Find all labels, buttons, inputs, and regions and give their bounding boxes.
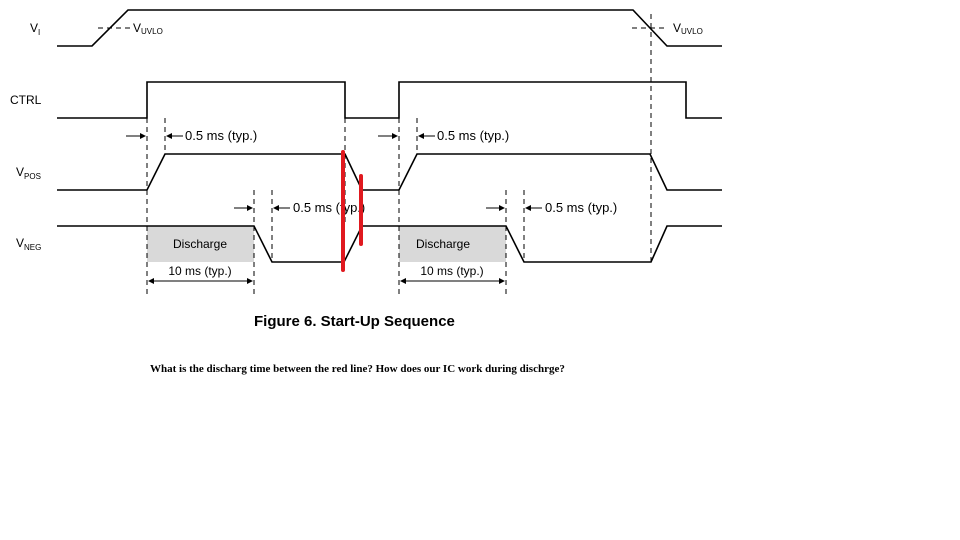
figure-caption: Figure 6. Start-Up Sequence	[254, 313, 455, 330]
delay-marker-vpos-2	[378, 133, 435, 139]
delay-marker-vpos-1	[126, 133, 183, 139]
discharge-label-2: Discharge	[416, 237, 470, 251]
waveform-vneg	[57, 225, 722, 263]
discharge-time-arrow-1	[148, 278, 253, 284]
discharge-region-2	[399, 226, 506, 262]
delay-marker-vneg-2	[486, 205, 542, 211]
signal-label-vi: VI	[30, 21, 40, 37]
delay-label-vpos-2: 0.5 ms (typ.)	[437, 128, 509, 143]
discharge-time-arrow-2	[400, 278, 505, 284]
uvlo-label-right: VUVLO	[673, 21, 703, 36]
waveform-ctrl	[57, 81, 722, 119]
discharge-time-label-2: 10 ms (typ.)	[420, 264, 483, 278]
delay-label-vneg-1: 0.5 ms (typ.)	[293, 200, 365, 215]
waveform-vi	[57, 9, 722, 47]
delay-label-vneg-2: 0.5 ms (typ.)	[545, 200, 617, 215]
discharge-region-1	[147, 226, 254, 262]
discharge-time-label-1: 10 ms (typ.)	[168, 264, 231, 278]
signal-label-vpos: VPOS	[16, 165, 41, 181]
uvlo-label-left: VUVLO	[133, 21, 163, 36]
discharge-label-1: Discharge	[173, 237, 227, 251]
question-text: What is the discharg time between the re…	[150, 363, 565, 375]
waveform-vpos	[57, 153, 722, 191]
delay-label-vpos-1: 0.5 ms (typ.)	[185, 128, 257, 143]
delay-marker-vneg-1	[234, 205, 290, 211]
signal-label-vneg: VNEG	[16, 236, 41, 252]
signal-label-ctrl: CTRL	[10, 93, 42, 107]
